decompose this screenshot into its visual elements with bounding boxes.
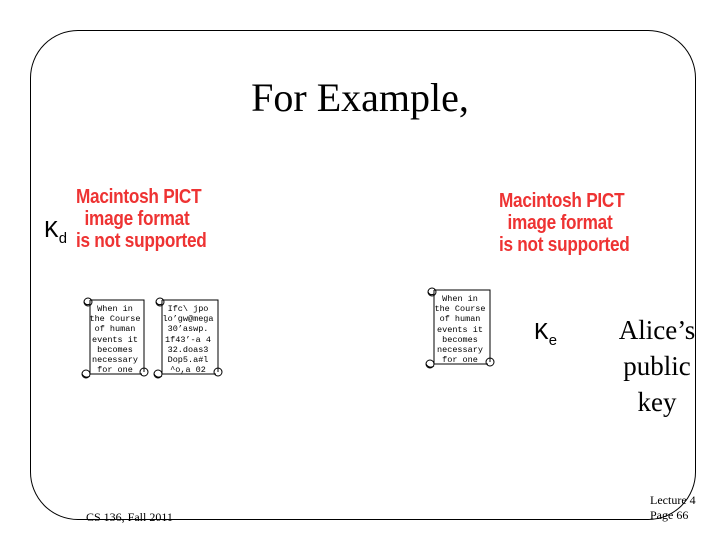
footer-course: CS 136, Fall 2011 — [86, 510, 173, 524]
plaintext-scroll: When in the Course of human events it be… — [78, 294, 150, 380]
unsupported-image-placeholder-right: Macintosh PICT image format is not suppo… — [498, 190, 630, 256]
scroll-line: becomes — [442, 334, 478, 345]
placeholder-line: image format — [84, 208, 190, 230]
scroll-line: becomes — [97, 344, 133, 355]
scroll-line: necessary — [92, 355, 138, 366]
scroll-line: ^o,a 02 — [170, 365, 206, 376]
placeholder-line: Macintosh PICT — [75, 186, 202, 208]
ciphertext-scroll: Ifc\ jpo lo’gw@mega 30’aswp. 1f43’-a 4 3… — [150, 294, 224, 380]
scroll-text: When in the Course of human events it be… — [430, 294, 490, 365]
scroll-icon — [425, 287, 495, 369]
scroll-line: of human — [439, 314, 481, 325]
key-subscript: d — [58, 230, 68, 248]
label-line: Alice’s — [618, 315, 696, 345]
scroll-line: 30’aswp. — [167, 324, 209, 335]
slide-title: For Example, — [251, 75, 469, 120]
decrypted-plaintext-scroll: When in the Course of human events it be… — [422, 284, 496, 370]
key-ke: Ke — [534, 320, 557, 350]
scroll-line: events it — [437, 324, 483, 335]
scroll-icon — [153, 297, 223, 379]
scroll-text: When in the Course of human events it be… — [86, 304, 144, 375]
key-letter: K — [44, 218, 59, 245]
scroll-line: the Course — [434, 304, 486, 315]
scroll-line: for one — [442, 355, 478, 366]
placeholder-line: Macintosh PICT — [498, 190, 625, 212]
placeholder-line: image format — [507, 212, 613, 234]
scroll-line: 1f43’-a 4 — [165, 334, 211, 345]
scroll-line: the Course — [89, 314, 141, 325]
footer-page: Page 66 — [650, 508, 689, 522]
label-line: key — [637, 387, 677, 417]
label-line: public — [623, 351, 691, 381]
scroll-text: Ifc\ jpo lo’gw@mega 30’aswp. 1f43’-a 4 3… — [158, 304, 218, 375]
scroll-line: of human — [94, 324, 136, 335]
scroll-icon — [81, 297, 149, 379]
key-letter: K — [534, 320, 549, 347]
scroll-line: Dop5.a#l — [167, 355, 209, 366]
alice-public-key-label: Alice’s public key — [598, 312, 716, 420]
footer-lecture: Lecture 4 — [650, 493, 696, 507]
key-kd: Kd — [44, 218, 67, 248]
placeholder-line: is not supported — [75, 230, 207, 252]
scroll-line: When in — [97, 304, 133, 314]
scroll-line: necessary — [437, 345, 483, 356]
slide-frame — [30, 30, 696, 520]
scroll-line: 32.doas3 — [167, 344, 209, 355]
placeholder-line: is not supported — [498, 234, 630, 256]
scroll-line: events it — [92, 334, 138, 345]
scroll-line: for one — [97, 365, 133, 376]
scroll-line: When in — [442, 294, 478, 304]
scroll-line: Ifc\ jpo — [167, 304, 209, 314]
scroll-line: lo’gw@mega — [162, 314, 214, 325]
key-subscript: e — [548, 332, 558, 350]
unsupported-image-placeholder-left: Macintosh PICT image format is not suppo… — [75, 186, 207, 252]
footer-page-info: Lecture 4 Page 66 — [650, 493, 696, 523]
